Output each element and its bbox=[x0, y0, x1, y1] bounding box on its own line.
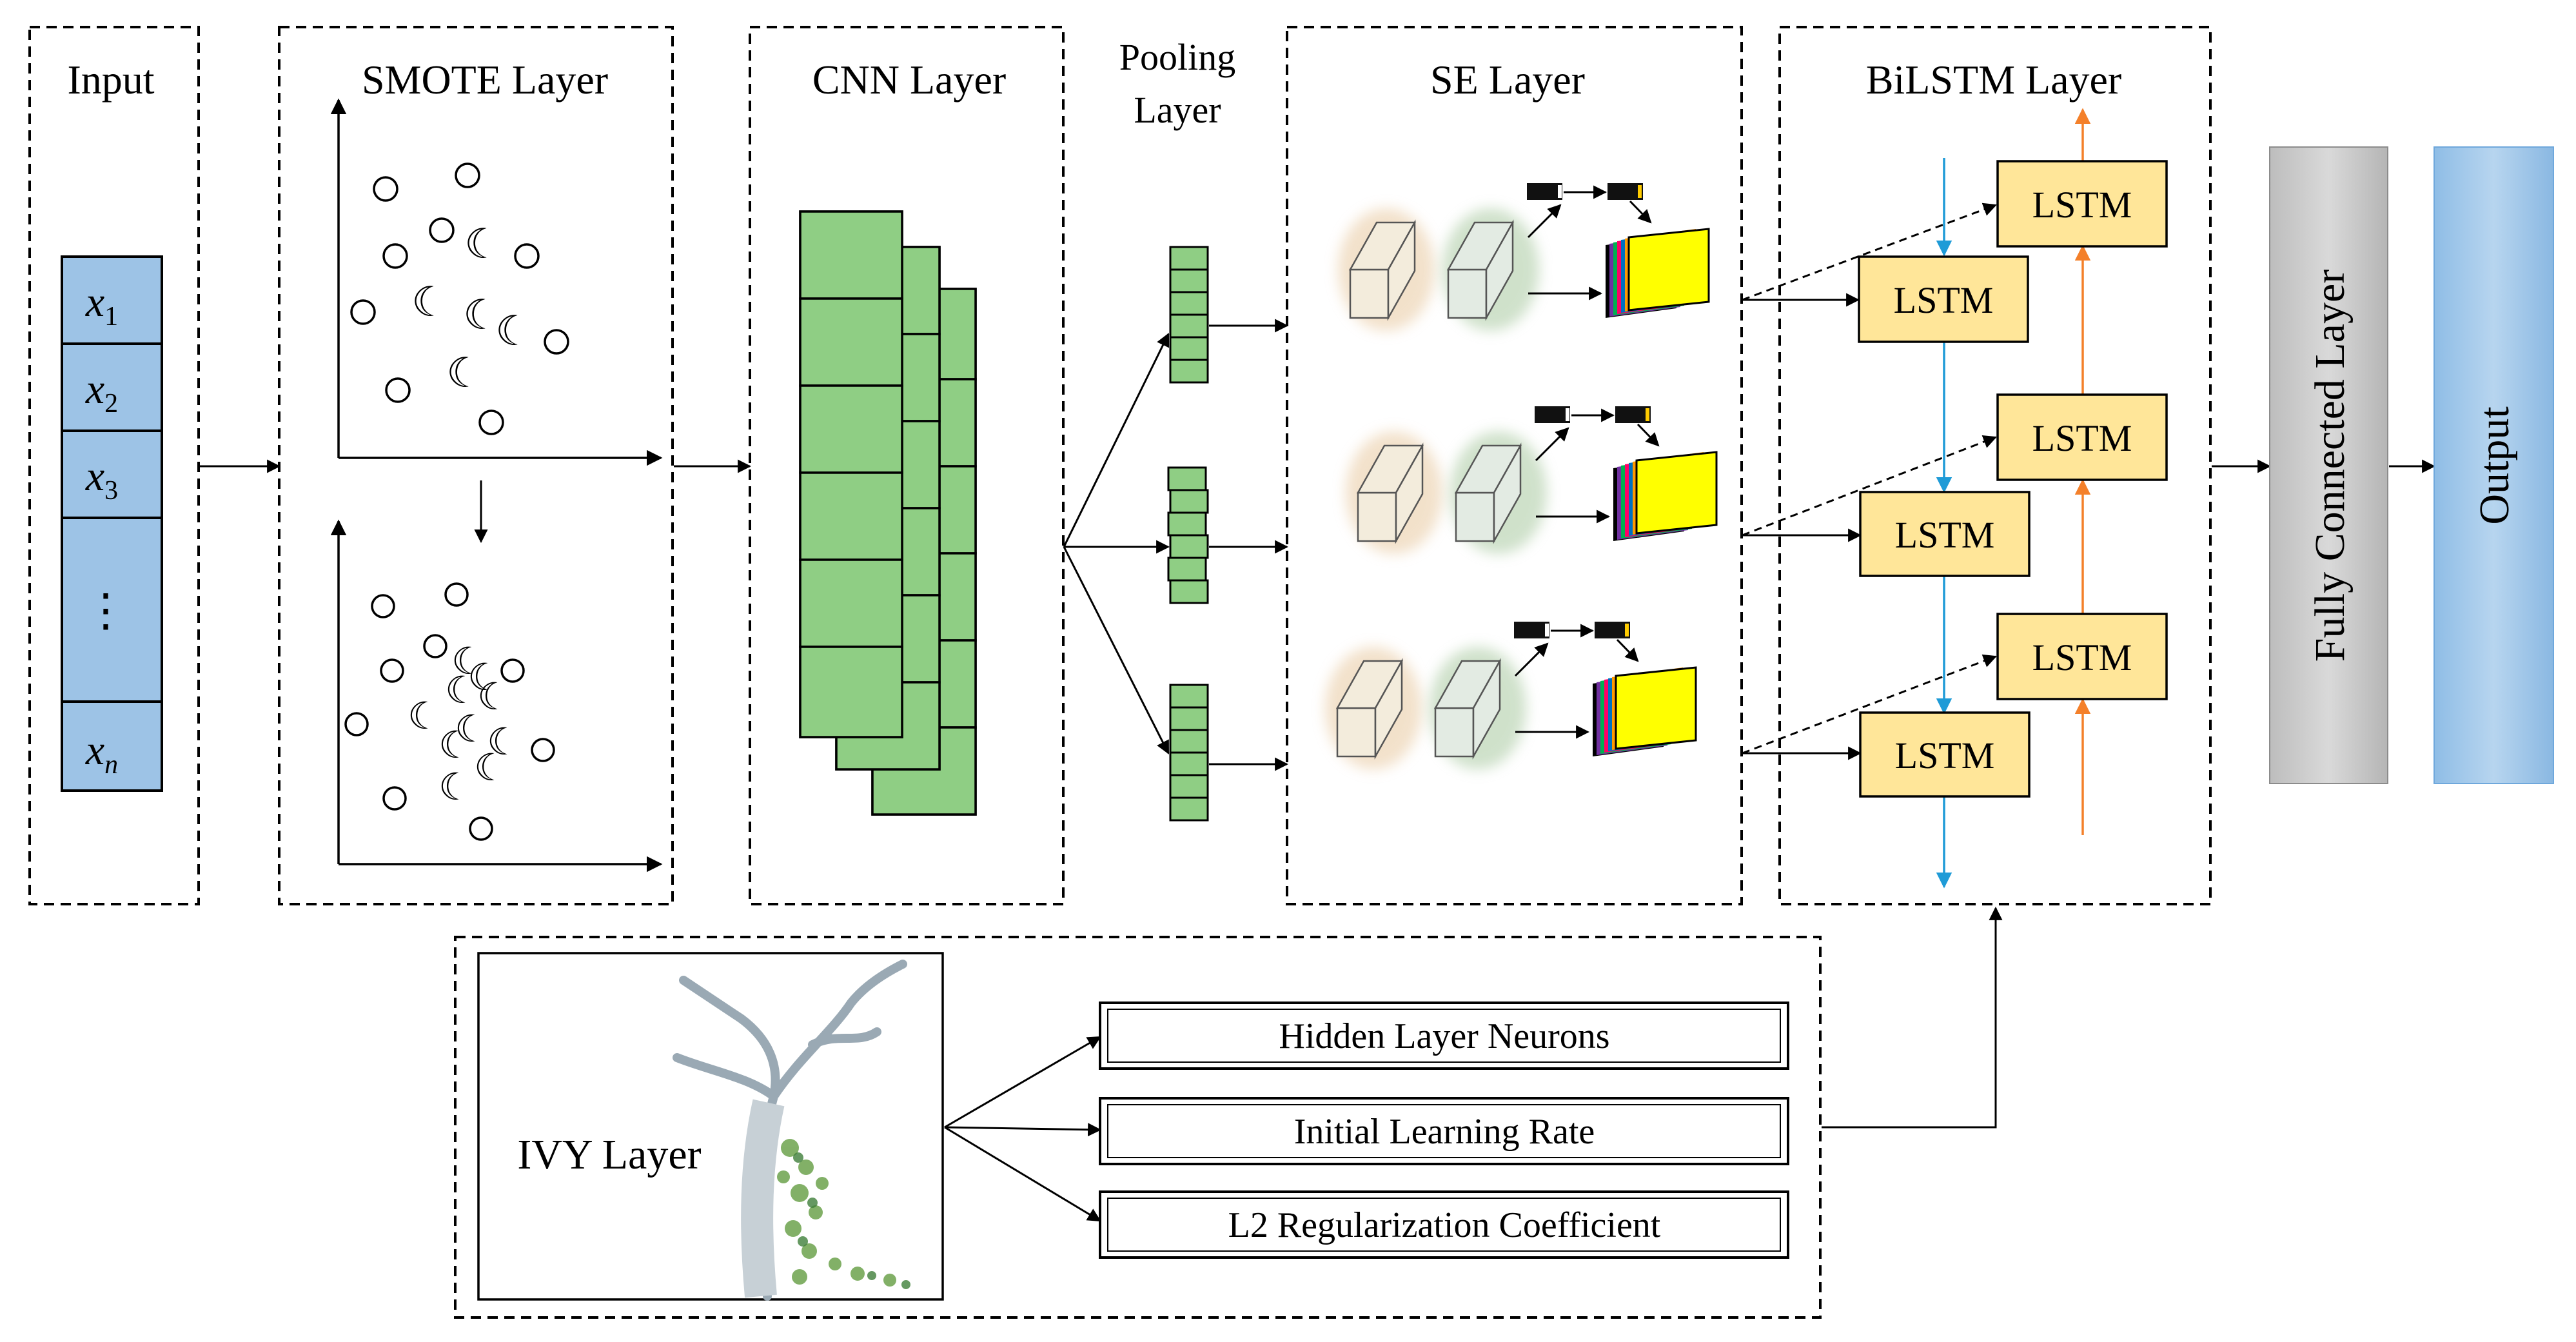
input-xn: xn bbox=[85, 727, 118, 780]
pooling-column-2 bbox=[1167, 466, 1209, 604]
ivy-to-params-arrows bbox=[944, 1036, 1102, 1222]
pooling-to-se-arrows bbox=[1209, 319, 1289, 771]
lstm-forward-cell bbox=[1859, 491, 2030, 577]
pooling-column-1 bbox=[1169, 246, 1209, 384]
lstm-forward-cell bbox=[1859, 711, 2030, 798]
input-frame bbox=[28, 26, 200, 905]
lstm-cells bbox=[1858, 160, 2168, 798]
svg-text:☾: ☾ bbox=[467, 656, 501, 698]
output-label: Output bbox=[2471, 406, 2518, 524]
lstm-label: LSTM bbox=[2032, 184, 2132, 226]
svg-text:☾: ☾ bbox=[455, 708, 488, 750]
input-ellipsis: ⋮ bbox=[83, 586, 128, 636]
input-title: Input bbox=[67, 57, 154, 103]
pooling-title-line2: Layer bbox=[1134, 89, 1221, 131]
input-x2: x2 bbox=[85, 366, 118, 419]
lstm-label: LSTM bbox=[1895, 514, 1995, 556]
se-title: SE Layer bbox=[1430, 57, 1585, 103]
smote-plot-top bbox=[330, 98, 663, 466]
se-to-lstm-solid bbox=[1742, 293, 1862, 760]
smote-plot-bottom bbox=[330, 519, 663, 873]
se-row-3 bbox=[1325, 622, 1696, 769]
input-cell bbox=[61, 342, 163, 432]
param-hidden-neurons: Hidden Layer Neurons bbox=[1279, 1016, 1609, 1056]
cnn-frame bbox=[749, 26, 1065, 905]
input-cell bbox=[61, 700, 163, 792]
lstm-labels: LSTM LSTM LSTM LSTM LSTM LSTM bbox=[1894, 184, 2132, 776]
fully-connected-label: Fully Connected Layer bbox=[2306, 270, 2354, 662]
cnn-to-pooling-lines bbox=[1063, 333, 1170, 755]
svg-text:☾: ☾ bbox=[487, 721, 520, 763]
input-cell bbox=[61, 517, 163, 703]
svg-text:☾: ☾ bbox=[464, 221, 501, 267]
svg-text:☾: ☾ bbox=[446, 350, 483, 396]
cnn-stack-front bbox=[799, 210, 903, 738]
param-l2-coefficient: L2 Regularization Coefficient bbox=[1228, 1205, 1661, 1245]
lstm-forward-cell bbox=[1858, 255, 2029, 343]
output-bar bbox=[2433, 146, 2554, 784]
svg-text:☾: ☾ bbox=[411, 279, 448, 325]
smote-moons-bottom: ☾☾ ☾☾ ☾ ☾☾ ☾☾ ☾ bbox=[408, 640, 520, 808]
lstm-label: LSTM bbox=[1895, 735, 1995, 776]
lstm-label: LSTM bbox=[2032, 636, 2132, 678]
lstm-label: LSTM bbox=[1894, 279, 1994, 321]
smote-title: SMOTE Layer bbox=[362, 57, 608, 103]
svg-text:☾: ☾ bbox=[495, 308, 532, 354]
svg-text:☾: ☾ bbox=[438, 724, 472, 766]
se-row-1 bbox=[1338, 183, 1710, 331]
ivy-image-frame bbox=[477, 952, 944, 1301]
pooling-column-3 bbox=[1169, 684, 1209, 822]
smote-moons-top: ☾☾ ☾☾ ☾ bbox=[411, 221, 532, 396]
ivy-tree-illustration bbox=[673, 960, 910, 1301]
lstm-label: LSTM bbox=[2032, 417, 2132, 459]
cnn-feature-stack bbox=[799, 210, 977, 816]
input-cell bbox=[61, 255, 163, 345]
se-to-lstm-dashed bbox=[1742, 202, 1997, 755]
svg-text:☾: ☾ bbox=[463, 292, 500, 338]
lstm-backward-cell bbox=[1996, 393, 2168, 481]
ivy-to-bilstm-arrow bbox=[1822, 906, 2003, 1129]
input-x3: x3 bbox=[85, 453, 118, 506]
svg-text:☾: ☾ bbox=[445, 669, 478, 711]
input-vector: x1 x2 x3 ⋮ xn bbox=[61, 255, 163, 792]
svg-text:☾: ☾ bbox=[451, 640, 485, 682]
svg-text:☾: ☾ bbox=[438, 766, 472, 808]
pooling-title-line1: Pooling bbox=[1119, 36, 1236, 78]
svg-text:☾: ☾ bbox=[477, 676, 511, 718]
ivy-title: IVY Layer bbox=[517, 1131, 701, 1178]
se-frame bbox=[1286, 26, 1743, 905]
lstm-backward-cell bbox=[1996, 160, 2168, 248]
se-row-2 bbox=[1346, 406, 1716, 554]
svg-text:☾: ☾ bbox=[474, 747, 507, 789]
fully-connected-bar bbox=[2269, 146, 2388, 784]
input-x1: x1 bbox=[85, 279, 118, 331]
ivy-parameter-boxes bbox=[1099, 1002, 1789, 1259]
lstm-backward-cell bbox=[1996, 613, 2168, 700]
bilstm-title: BiLSTM Layer bbox=[1866, 57, 2121, 103]
cnn-title: CNN Layer bbox=[812, 57, 1006, 103]
param-learning-rate: Initial Learning Rate bbox=[1294, 1112, 1595, 1152]
svg-text:☾: ☾ bbox=[408, 695, 441, 737]
